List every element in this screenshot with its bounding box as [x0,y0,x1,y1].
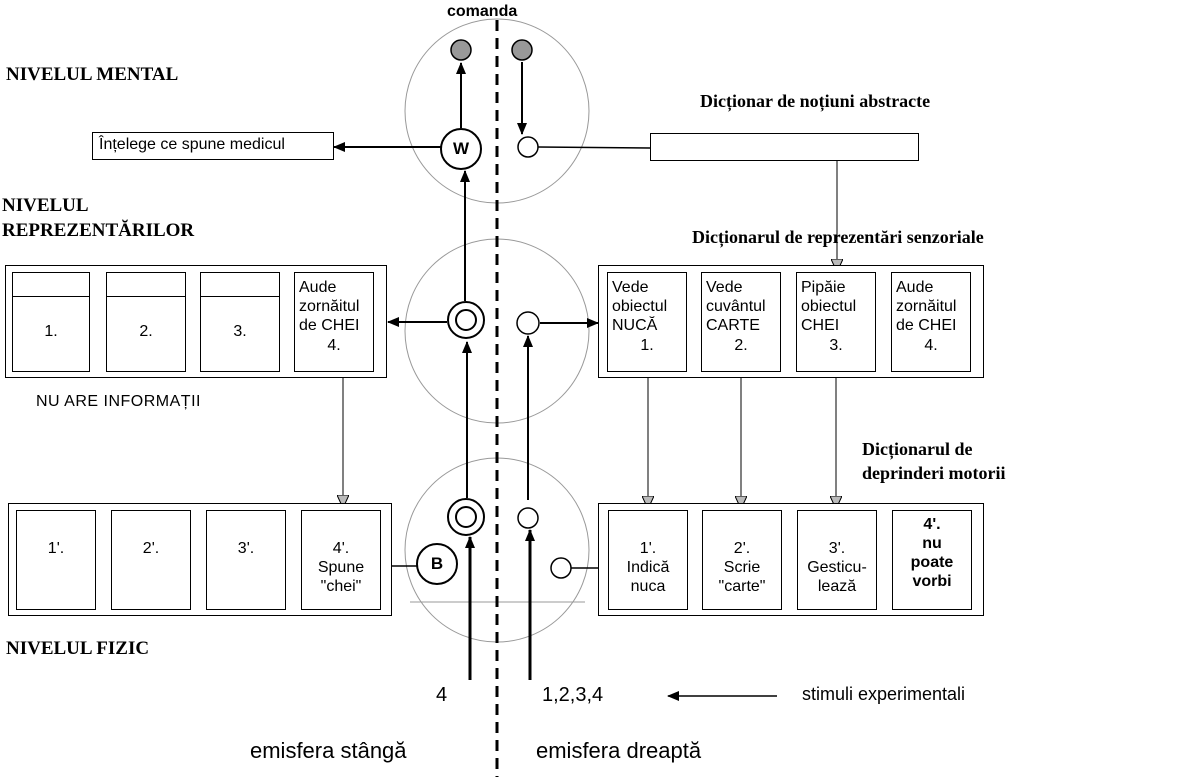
hemisphere-left: emisfera stângă [250,738,407,763]
left-motor-cell-1: 1'. [16,510,96,610]
left-repr-cell-1: 1. [12,272,90,372]
mental-node-right [517,136,539,158]
left-motor-cell-2: 2'. [111,510,191,610]
level-repr-line1: NIVELUL [2,195,89,216]
b-node [416,543,458,585]
abstract-dictionary-box [650,133,919,161]
right-motor-cell-4: 4'. nu poate vorbi [892,510,972,610]
hemisphere-right: emisfera dreaptă [536,738,702,763]
abstract-dictionary-title: Dicționar de noțiuni abstracte [700,91,931,111]
repr-node-right [516,311,540,335]
level-mental: NIVELUL MENTAL [6,64,179,85]
output-box: Înțelege ce spune medicul [92,132,334,160]
motor-dictionary-title-line1: Dicționarul de [862,439,973,459]
w-node [440,128,482,170]
left-repr-cell-2: 2. [106,272,186,372]
right-repr-cell-1: Vede obiectul NUCĂ 1. [607,272,687,372]
level-repr-line2: REPREZENTĂRILOR [2,220,195,241]
phys-node-right-motor [550,557,572,579]
right-repr-cell-2: Vede cuvântul CARTE 2. [701,272,781,372]
command-node-right [511,39,533,61]
right-motor-cell-2: 2'. Scrie "carte" [702,510,782,610]
command-label: comanda [447,3,518,20]
sensory-dictionary-title: Dicționarul de reprezentări senzoriale [692,227,984,247]
left-motor-cell-4: 4'. Spune "chei" [301,510,381,610]
right-repr-cell-3: Pipăie obiectul CHEI 3. [796,272,876,372]
b-node-label: B [430,554,444,573]
left-motor-cell-3: 3'. [206,510,286,610]
stimulus-left: 4 [436,684,448,706]
level-physical: NIVELUL FIZIC [6,638,150,659]
command-node-left [450,39,472,61]
stimuli-label: stimuli experimentali [802,684,966,704]
left-repr-cell-3: 3. [200,272,280,372]
right-repr-cell-4: Aude zornăitul de CHEI 4. [891,272,971,372]
w-node-label: W [452,139,470,158]
right-motor-cell-3: 3'. Gesticu- lează [797,510,877,610]
stimulus-right: 1,2,3,4 [542,684,604,706]
phys-node-right [517,507,539,529]
motor-dictionary-title-line2: deprinderi motorii [862,463,1006,483]
left-repr-cell-4: Aude zornăitul de CHEI 4. [294,272,374,372]
no-info-note: NU ARE INFORMAȚII [36,393,201,410]
right-motor-cell-1: 1'. Indică nuca [608,510,688,610]
